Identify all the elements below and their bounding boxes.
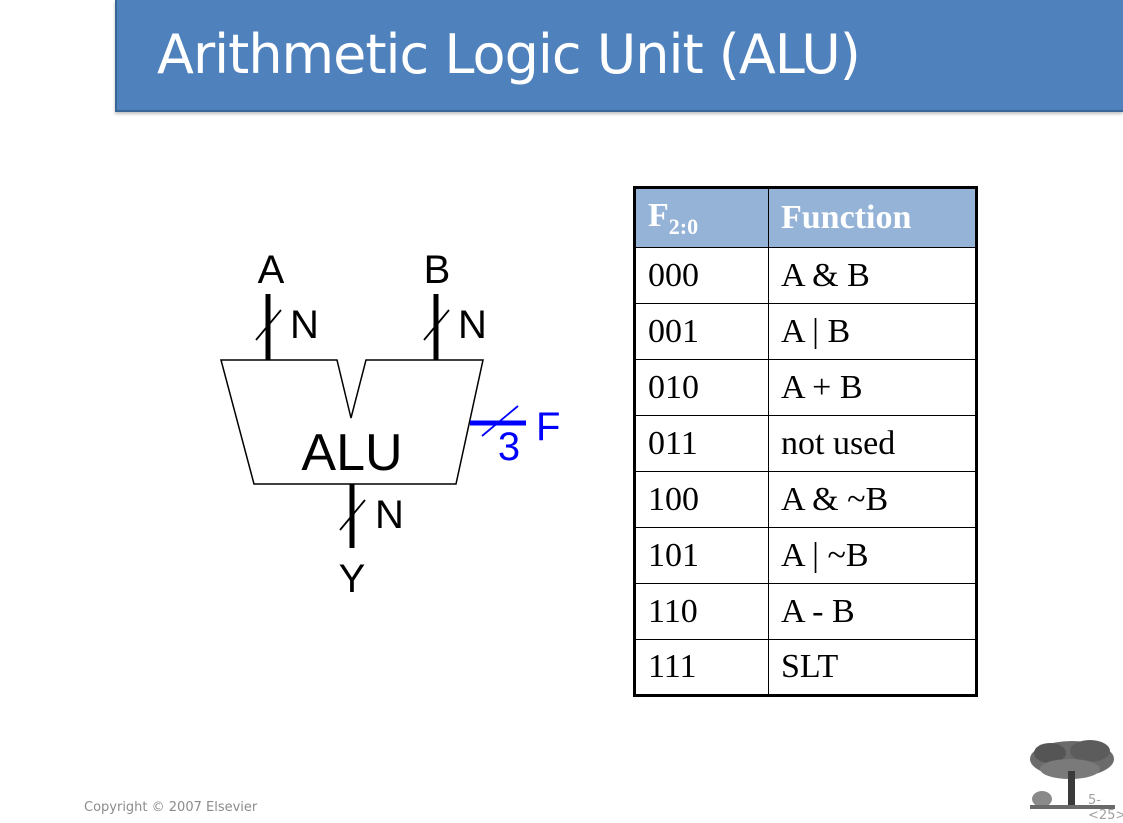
output-y-label: Y [339, 557, 366, 601]
row-control-code: 010 [634, 359, 769, 416]
input-a-label: A [258, 248, 285, 292]
header-control-code: F2:0 [634, 187, 769, 248]
table-row: 100 A & ~B [634, 471, 977, 528]
row-function: not used [768, 415, 977, 472]
row-function: A | B [768, 303, 977, 360]
function-table-header-row: F2:0 Function [634, 187, 977, 248]
table-row: 101 A | ~B [634, 527, 977, 584]
input-a-bus-width: N [290, 303, 319, 347]
row-function: A + B [768, 359, 977, 416]
table-row: 011 not used [634, 415, 977, 472]
title-bar: Arithmetic Logic Unit (ALU) [115, 0, 1123, 112]
input-b-bus-slash [423, 309, 450, 341]
output-y-bus-slash [339, 499, 366, 531]
function-table: F2:0 Function 000 A & B 001 A | B 010 A … [633, 186, 978, 697]
header-function: Function [768, 187, 977, 248]
alu-block-shape [220, 359, 484, 485]
slide-title: Arithmetic Logic Unit (ALU) [157, 23, 861, 86]
row-function: SLT [768, 639, 977, 696]
slide-number: 5-<25> [1088, 793, 1123, 823]
header-control-code-text: F [648, 196, 669, 234]
publisher-tree-logo-icon [1030, 740, 1115, 809]
row-control-code: 000 [634, 247, 769, 304]
row-function: A & ~B [768, 471, 977, 528]
control-f-bus-slash [481, 405, 519, 437]
row-function: A | ~B [768, 527, 977, 584]
alu-block-label: ALU [301, 424, 402, 482]
row-function: A & B [768, 247, 977, 304]
row-control-code: 011 [634, 415, 769, 472]
copyright-notice: Copyright © 2007 Elsevier [84, 800, 258, 815]
row-function: A - B [768, 583, 977, 640]
row-control-code: 001 [634, 303, 769, 360]
table-row: 111 SLT [634, 639, 977, 696]
row-control-code: 111 [634, 639, 769, 696]
table-row: 010 A + B [634, 359, 977, 416]
input-a-bus-slash [255, 309, 282, 341]
input-b-label: B [424, 248, 451, 292]
control-f-width: 3 [498, 425, 520, 469]
row-control-code: 101 [634, 527, 769, 584]
table-row: 110 A - B [634, 583, 977, 640]
row-control-code: 100 [634, 471, 769, 528]
control-f-label: F [536, 405, 560, 449]
row-control-code: 110 [634, 583, 769, 640]
table-row: 000 A & B [634, 247, 977, 304]
header-control-code-subscript: 2:0 [668, 213, 699, 239]
table-row: 001 A | B [634, 303, 977, 360]
input-b-bus-width: N [458, 303, 487, 347]
output-y-bus-width: N [375, 493, 404, 537]
